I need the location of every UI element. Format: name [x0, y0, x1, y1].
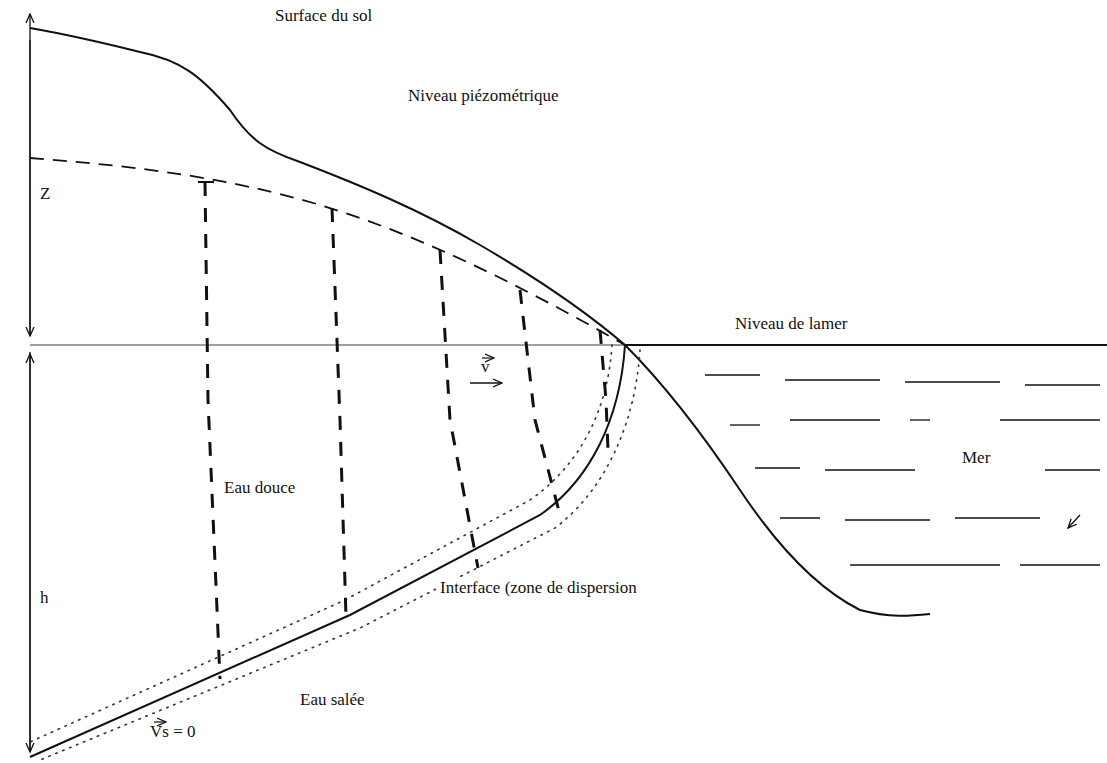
equipotential-lines: [205, 182, 608, 679]
ground-surface: [30, 28, 930, 616]
interface-line: [30, 345, 625, 757]
velocity-arrow: [470, 382, 502, 384]
zone-label: Eau salée: [300, 690, 365, 710]
dimension-arrow: [29, 352, 30, 752]
dispersion-boundary: [40, 350, 640, 760]
piezometric-label: Niveau piézométrique: [408, 86, 559, 106]
dimension-arrow: [29, 14, 30, 336]
tick: [198, 181, 214, 183]
zone-label: Mer: [960, 448, 992, 468]
ground-label: Surface du sol: [275, 6, 372, 26]
dimension-label: Z: [40, 184, 50, 204]
dispersion-boundary: [30, 345, 612, 742]
sea-level-line: [625, 344, 1107, 346]
velocity-label: v: [481, 357, 490, 377]
sea-level-line: [30, 345, 625, 346]
mark: [1068, 515, 1080, 528]
velocity-label: Vs = 0: [150, 722, 195, 742]
sea-level-label: Niveau de lamer: [735, 314, 847, 334]
zone-label: Eau douce: [222, 478, 297, 498]
interface-label: Interface (zone de dispersion: [438, 578, 639, 598]
dimension-label: h: [40, 588, 49, 608]
dimension-arrow: [29, 354, 30, 752]
sea-hatching: [705, 375, 1100, 565]
piezometric-level: [30, 158, 625, 345]
